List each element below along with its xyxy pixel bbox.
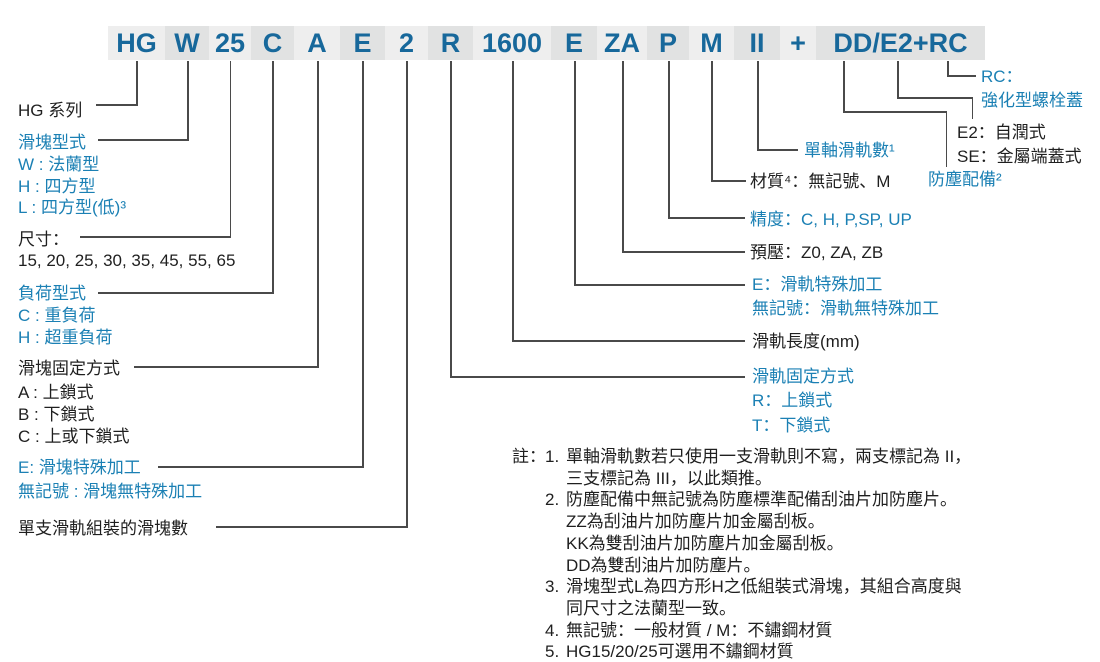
label-block-type-h: H : 四方型 xyxy=(18,177,96,196)
label-rails-per-axis: 單軸滑軌數¹ xyxy=(804,141,895,160)
connector-rail-mount-hline xyxy=(450,376,745,378)
connector-dust-hline xyxy=(843,111,947,113)
code-segment-r: R xyxy=(428,26,473,60)
connector-size-vline xyxy=(229,61,231,237)
label-rail-length: 滑軌長度(mm) xyxy=(752,332,860,351)
connector-rail-length-hline xyxy=(512,340,745,342)
connector-blocks-count-vline xyxy=(406,61,408,527)
code-segment-ii: II xyxy=(734,26,780,60)
note-5-text: HG15/20/25可選用不鏽鋼材質 xyxy=(566,642,794,662)
label-rc-desc: 強化型螺栓蓋 xyxy=(981,91,1083,110)
note-3-text: 滑塊型式L為四方形H之低組裝式滑塊，其組合高度與 同尺寸之法蘭型一致。 xyxy=(566,577,962,618)
label-size-title: 尺寸： xyxy=(18,230,69,249)
connector-e2-hline xyxy=(897,97,973,99)
label-blocks-per-rail: 單支滑軌組裝的滑塊數 xyxy=(18,519,188,538)
label-block-mount-b: B : 下鎖式 xyxy=(18,405,95,424)
label-load-type-h: H : 超重負荷 xyxy=(18,328,113,347)
label-hg-series: HG 系列 xyxy=(18,101,83,120)
notes-block: 註： 1. 單軸滑軌數若只使用一支滑軌則不寫，兩支標記為 II， 三支標記為 I… xyxy=(512,446,1092,662)
note-3-number: 3. xyxy=(545,577,560,597)
connector-size-hline xyxy=(80,236,231,238)
connector-precision-hline xyxy=(668,217,745,219)
connector-rails-per-axis-vline xyxy=(757,61,759,150)
connector-material-hline xyxy=(711,180,746,182)
label-block-special-none: 無記號 : 滑塊無特殊加工 xyxy=(18,482,203,501)
code-segment-a: A xyxy=(294,26,340,60)
connector-block-special-hline xyxy=(158,466,364,468)
label-load-type-title: 負荷型式 xyxy=(18,284,86,303)
connector-block-special-vline xyxy=(362,61,364,467)
connector-dust-vline2 xyxy=(945,111,947,167)
note-1-text: 單軸滑軌數若只使用一支滑軌則不寫，兩支標記為 II， 三支標記為 III，以此類… xyxy=(566,447,972,488)
note-4-text: 無記號：一般材質 / M：不鏽鋼材質 xyxy=(566,620,833,640)
code-segment-1600: 1600 xyxy=(473,26,551,60)
code-segment-2: 2 xyxy=(385,26,428,60)
label-block-mount-title: 滑塊固定方式 xyxy=(18,359,120,378)
label-rail-special-e: E：滑軌特殊加工 xyxy=(752,275,883,294)
label-preload: 預壓：Z0, ZA, ZB xyxy=(750,243,884,262)
connector-rails-per-axis-hline xyxy=(757,149,798,151)
code-segment-w: W xyxy=(165,26,209,60)
label-block-special-e: E: 滑塊特殊加工 xyxy=(18,458,141,477)
code-segment-ddE2rc: DD/E2+RC xyxy=(816,26,985,60)
connector-hg-vline xyxy=(136,61,138,105)
connector-w-vline xyxy=(187,61,189,140)
note-1-number: 1. xyxy=(545,447,560,466)
connector-rail-special-vline xyxy=(574,61,576,285)
code-segment-hg: HG xyxy=(108,26,165,60)
connector-preload-vline xyxy=(622,61,624,252)
note-4-number: 4. xyxy=(545,620,560,640)
connector-rail-length-vline xyxy=(512,61,514,341)
connector-preload-hline xyxy=(622,251,745,253)
connector-rc-vline xyxy=(947,61,949,76)
connector-blocks-count-hline xyxy=(216,526,408,528)
connector-rail-special-hline xyxy=(574,284,745,286)
label-material: 材質⁴：無記號、M xyxy=(750,172,891,191)
connector-load-vline xyxy=(272,61,274,293)
connector-block-mount-hline xyxy=(134,366,319,368)
label-block-mount-a: A : 上鎖式 xyxy=(18,383,94,402)
note-2-text: 防塵配備中無記號為防塵標準配備刮油片加防塵片。 ZZ為刮油片加防塵片加金屬刮板。… xyxy=(566,490,957,575)
label-rail-mount-title: 滑軌固定方式 xyxy=(752,367,854,386)
label-rail-special-none: 無記號：滑軌無特殊加工 xyxy=(752,299,939,318)
connector-rail-mount-vline xyxy=(450,61,452,377)
label-rail-mount-r: R：上鎖式 xyxy=(752,391,833,410)
connector-load-hline xyxy=(98,292,274,294)
connector-e2-vline2 xyxy=(971,97,973,119)
label-se-item: SE：金屬端蓋式 xyxy=(957,147,1082,166)
connector-material-vline xyxy=(711,61,713,181)
notes-label: 註： xyxy=(512,447,546,466)
label-load-type-c: C : 重負荷 xyxy=(18,306,96,325)
connector-block-mount-vline xyxy=(317,61,319,367)
label-block-type-title: 滑塊型式 xyxy=(18,133,86,152)
note-2-number: 2. xyxy=(545,490,560,510)
label-precision: 精度：C, H, P,SP, UP xyxy=(750,210,912,229)
label-block-mount-c: C : 上或下鎖式 xyxy=(18,427,130,446)
note-5-number: 5. xyxy=(545,642,560,662)
connector-rc-hline xyxy=(947,75,976,77)
connector-w-hline xyxy=(98,139,189,141)
connector-e2-vline1 xyxy=(897,61,899,98)
code-segment-m: M xyxy=(689,26,734,60)
label-rc-title: RC： xyxy=(981,67,1023,86)
code-segment-e-block: E xyxy=(340,26,385,60)
label-rail-mount-t: T：下鎖式 xyxy=(752,416,831,435)
label-dust-equipment: 防塵配備² xyxy=(928,170,1002,189)
label-block-type-w: W : 法蘭型 xyxy=(18,155,100,174)
code-segment-za: ZA xyxy=(597,26,647,60)
label-block-type-l: L : 四方型(低)³ xyxy=(18,198,126,217)
connector-dust-vline1 xyxy=(843,61,845,112)
code-segment-e-rail: E xyxy=(551,26,597,60)
code-segment-p: P xyxy=(647,26,689,60)
label-size-values: 15, 20, 25, 30, 35, 45, 55, 65 xyxy=(18,251,236,270)
code-segment-c: C xyxy=(251,26,294,60)
code-segment-plus: + xyxy=(780,26,816,60)
connector-hg-hline xyxy=(96,104,138,106)
connector-precision-vline xyxy=(668,61,670,218)
label-e2-item: E2：自潤式 xyxy=(957,123,1046,142)
code-segment-25: 25 xyxy=(209,26,251,60)
